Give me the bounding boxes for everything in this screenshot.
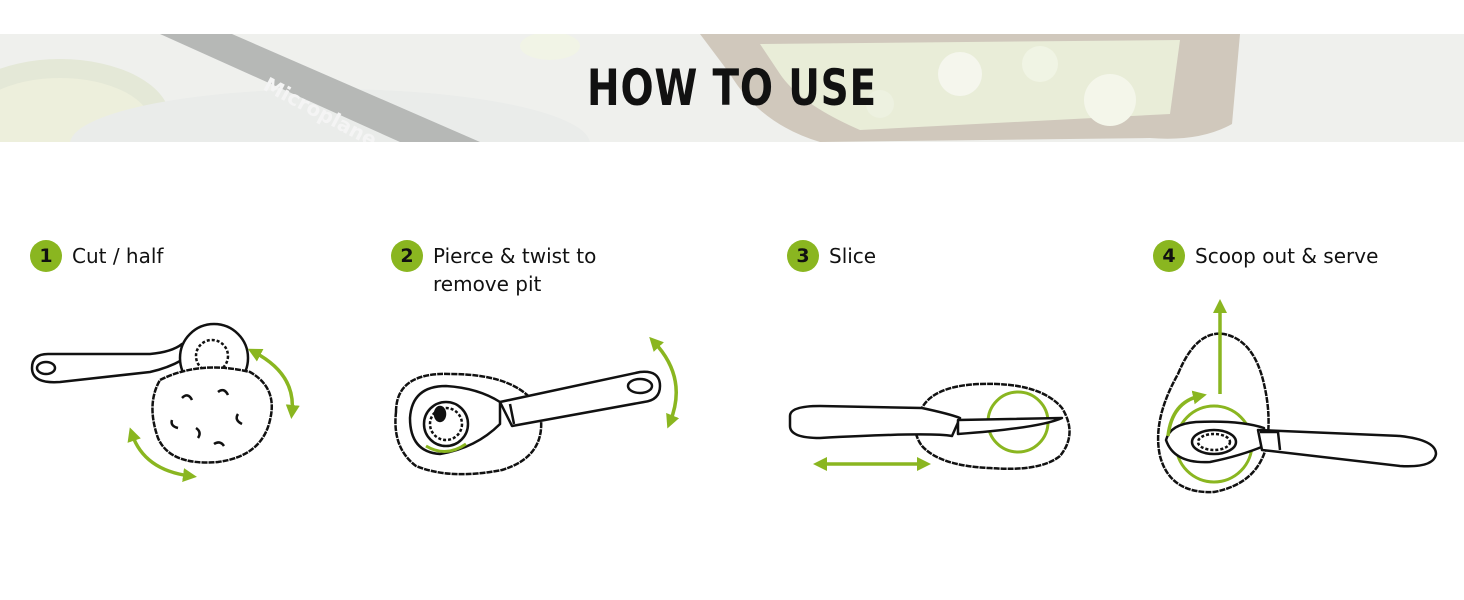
step-1-label: Cut / half xyxy=(72,244,164,268)
step-2-label-line2: remove pit xyxy=(433,272,542,296)
step-2-label: Pierce & twist to remove pit xyxy=(433,242,596,298)
header-banner: Microplane HOW TO USE xyxy=(0,34,1464,142)
step-3-label: Slice xyxy=(829,244,877,268)
step-3: 3 Slice xyxy=(787,240,876,272)
step-4-badge: 4 xyxy=(1153,240,1185,272)
step-4-illustration xyxy=(1156,299,1438,494)
step-1: 1 Cut / half xyxy=(30,240,163,272)
step-2-illustration xyxy=(394,336,680,476)
step-1-badge: 1 xyxy=(30,240,62,272)
step-2: 2 Pierce & twist to remove pit xyxy=(391,240,596,298)
step-2-badge: 2 xyxy=(391,240,423,272)
banner-background-image: Microplane xyxy=(0,34,1464,142)
page-title: HOW TO USE xyxy=(587,59,877,117)
step-2-label-line1: Pierce & twist to xyxy=(433,244,597,268)
step-4: 4 Scoop out & serve xyxy=(1153,240,1378,272)
step-4-label: Scoop out & serve xyxy=(1195,244,1379,268)
step-1-illustration xyxy=(30,322,300,483)
step-3-illustration xyxy=(788,382,1071,471)
step-3-badge: 3 xyxy=(787,240,819,272)
